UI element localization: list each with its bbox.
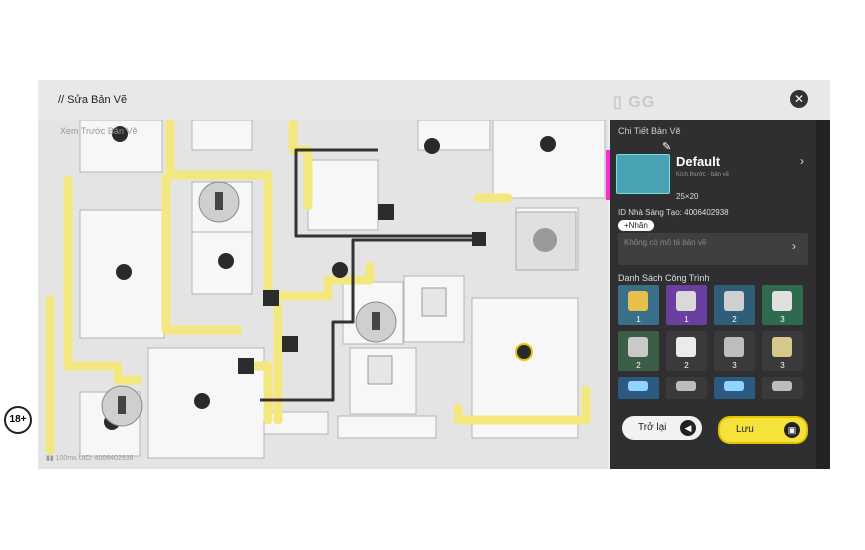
save-button-label: Lưu bbox=[736, 424, 754, 435]
description-placeholder: Không có mô tả bản vẽ bbox=[624, 238, 707, 247]
building-slot[interactable]: 1 bbox=[618, 285, 659, 325]
side-rail bbox=[816, 120, 830, 469]
panel-title: Chi Tiết Bản Vẽ bbox=[618, 126, 681, 136]
building-slot[interactable] bbox=[618, 377, 659, 399]
building-count: 1 bbox=[636, 315, 641, 324]
accent-bar bbox=[606, 150, 610, 200]
close-icon: ✕ bbox=[793, 92, 805, 106]
building-icon bbox=[724, 291, 744, 311]
building-list-title: Danh Sách Công Trình bbox=[618, 273, 710, 283]
building-slot[interactable] bbox=[762, 377, 803, 399]
creator-id: ID Nhà Sáng Tạo: 4006402938 bbox=[618, 208, 729, 217]
building-icon bbox=[724, 337, 744, 357]
save-button[interactable]: Lưu ▣ bbox=[718, 416, 808, 444]
back-button[interactable]: Trở lại ◀ bbox=[622, 416, 702, 440]
building-count: 2 bbox=[636, 361, 641, 370]
back-button-label: Trở lại bbox=[638, 422, 667, 433]
building-count: 3 bbox=[780, 361, 785, 370]
blueprint-name[interactable]: Default bbox=[676, 154, 721, 169]
building-slot[interactable]: 3 bbox=[714, 331, 755, 371]
building-slot[interactable]: 3 bbox=[762, 285, 803, 325]
building-slot[interactable] bbox=[666, 377, 707, 399]
blueprint-detail-panel: Chi Tiết Bản Vẽ ✎ Default › Kích thước ·… bbox=[606, 120, 816, 469]
description-field[interactable]: Không có mô tả bản vẽ › bbox=[618, 233, 808, 265]
age-rating-badge: 18+ bbox=[4, 406, 32, 434]
building-slot[interactable]: 2 bbox=[666, 331, 707, 371]
chevron-right-icon[interactable]: › bbox=[800, 154, 804, 168]
building-icon bbox=[628, 381, 648, 391]
chevron-right-icon: › bbox=[792, 239, 796, 253]
close-button[interactable]: ✕ bbox=[790, 90, 808, 108]
building-icon bbox=[772, 337, 792, 357]
blueprint-size: 25×20 bbox=[676, 192, 699, 201]
arrow-left-icon: ◀ bbox=[680, 420, 696, 436]
building-icon bbox=[724, 381, 744, 391]
map-canvas[interactable] bbox=[38, 120, 608, 469]
building-slot[interactable]: 2 bbox=[714, 285, 755, 325]
building-icon bbox=[772, 381, 792, 391]
building-count: 2 bbox=[684, 361, 689, 370]
building-count: 2 bbox=[732, 315, 737, 324]
building-slot[interactable] bbox=[714, 377, 755, 399]
building-count: 1 bbox=[684, 315, 689, 324]
building-slot[interactable]: 3 bbox=[762, 331, 803, 371]
blueprint-map[interactable]: Xem Trước Bản Vẽ ▮▮ 100ms UID: 400640293… bbox=[38, 120, 608, 469]
logo-watermark: ▯ GG bbox=[613, 94, 656, 111]
status-text: ▮▮ 100ms UID: 4006402938 bbox=[46, 455, 134, 462]
building-grid: 1 1 2 3 2 2 3 3 bbox=[618, 285, 808, 400]
top-bar: // Sửa Bản Vẽ ▯ GG ✕ bbox=[38, 80, 830, 120]
building-slot[interactable]: 2 bbox=[618, 331, 659, 371]
building-icon bbox=[676, 337, 696, 357]
building-icon bbox=[676, 381, 696, 391]
blueprint-thumbnail[interactable] bbox=[616, 154, 670, 194]
breadcrumb: // Sửa Bản Vẽ bbox=[58, 94, 128, 106]
edit-icon[interactable]: ✎ bbox=[662, 141, 672, 153]
building-slot[interactable]: 1 bbox=[666, 285, 707, 325]
building-icon bbox=[628, 337, 648, 357]
building-icon bbox=[628, 291, 648, 311]
add-tag-button[interactable]: +Nhãn bbox=[618, 220, 654, 231]
blueprint-meta: Kích thước · bản vẽ bbox=[676, 172, 729, 178]
game-window: // Sửa Bản Vẽ ▯ GG ✕ bbox=[38, 80, 830, 469]
building-count: 3 bbox=[780, 315, 785, 324]
save-icon: ▣ bbox=[784, 422, 800, 438]
building-icon bbox=[676, 291, 696, 311]
preview-label: Xem Trước Bản Vẽ bbox=[60, 126, 138, 136]
building-icon bbox=[772, 291, 792, 311]
building-count: 3 bbox=[732, 361, 737, 370]
